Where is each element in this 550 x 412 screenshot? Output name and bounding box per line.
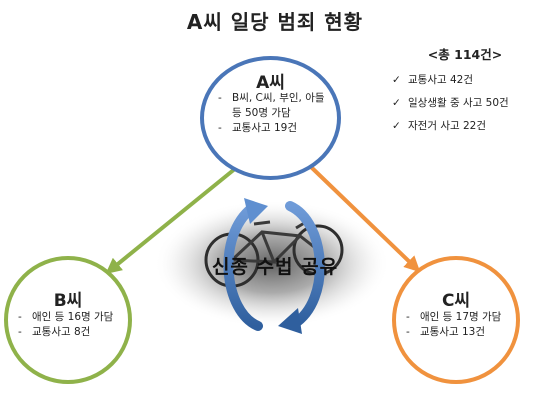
node-b-detail: 교통사고 8건 (18, 325, 113, 340)
summary-list: ✓ 교통사고 42건 ✓ 일상생활 중 사고 50건 ✓ 자전거 사고 22건 (392, 69, 550, 138)
node-b: B씨 애인 등 16명 가담 교통사고 8건 (4, 256, 132, 384)
node-c-detail: 교통사고 13건 (406, 325, 501, 340)
check-icon: ✓ (392, 120, 401, 132)
summary-item-label: 일상생활 중 사고 50건 (408, 97, 509, 109)
node-c-detail: 애인 등 17명 가담 (406, 310, 501, 325)
center-label: 신종 수법 공유 (211, 256, 339, 278)
node-c-details: 애인 등 17명 가담 교통사고 13건 (406, 310, 501, 340)
summary-item-label: 자전거 사고 22건 (408, 120, 486, 132)
arrow-a-to-b (105, 166, 238, 275)
summary-item: ✓ 교통사고 42건 (392, 69, 550, 92)
node-b-detail: 애인 등 16명 가담 (18, 310, 113, 325)
arrow-a-to-c (308, 164, 421, 273)
bicycle-photo (154, 200, 390, 328)
summary-item: ✓ 일상생활 중 사고 50건 (392, 92, 550, 115)
summary-box: <총 114건> ✓ 교통사고 42건 ✓ 일상생활 중 사고 50건 ✓ 자전거 사… (392, 44, 550, 138)
summary-title: <총 114건> (427, 47, 503, 62)
check-icon: ✓ (392, 97, 401, 109)
node-a: A씨 B씨, C씨, 부인, 아들 등 50명 가담 교통사고 19건 (200, 56, 341, 180)
node-a-details: B씨, C씨, 부인, 아들 등 50명 가담 교통사고 19건 (218, 91, 330, 136)
page-title: A씨 일당 범죄 현황 (186, 10, 364, 34)
node-b-details: 애인 등 16명 가담 교통사고 8건 (18, 310, 113, 340)
node-b-title: B씨 (53, 291, 83, 311)
summary-item: ✓ 자전거 사고 22건 (392, 115, 550, 138)
node-a-detail: 교통사고 19건 (218, 121, 330, 136)
node-c: C씨 애인 등 17명 가담 교통사고 13건 (392, 256, 520, 384)
node-a-detail: B씨, C씨, 부인, 아들 등 50명 가담 (218, 91, 330, 121)
circular-arrows-icon (223, 198, 325, 334)
node-a-title: A씨 (256, 73, 285, 93)
check-icon: ✓ (392, 74, 401, 86)
summary-item-label: 교통사고 42건 (408, 74, 473, 86)
node-c-title: C씨 (441, 291, 471, 311)
